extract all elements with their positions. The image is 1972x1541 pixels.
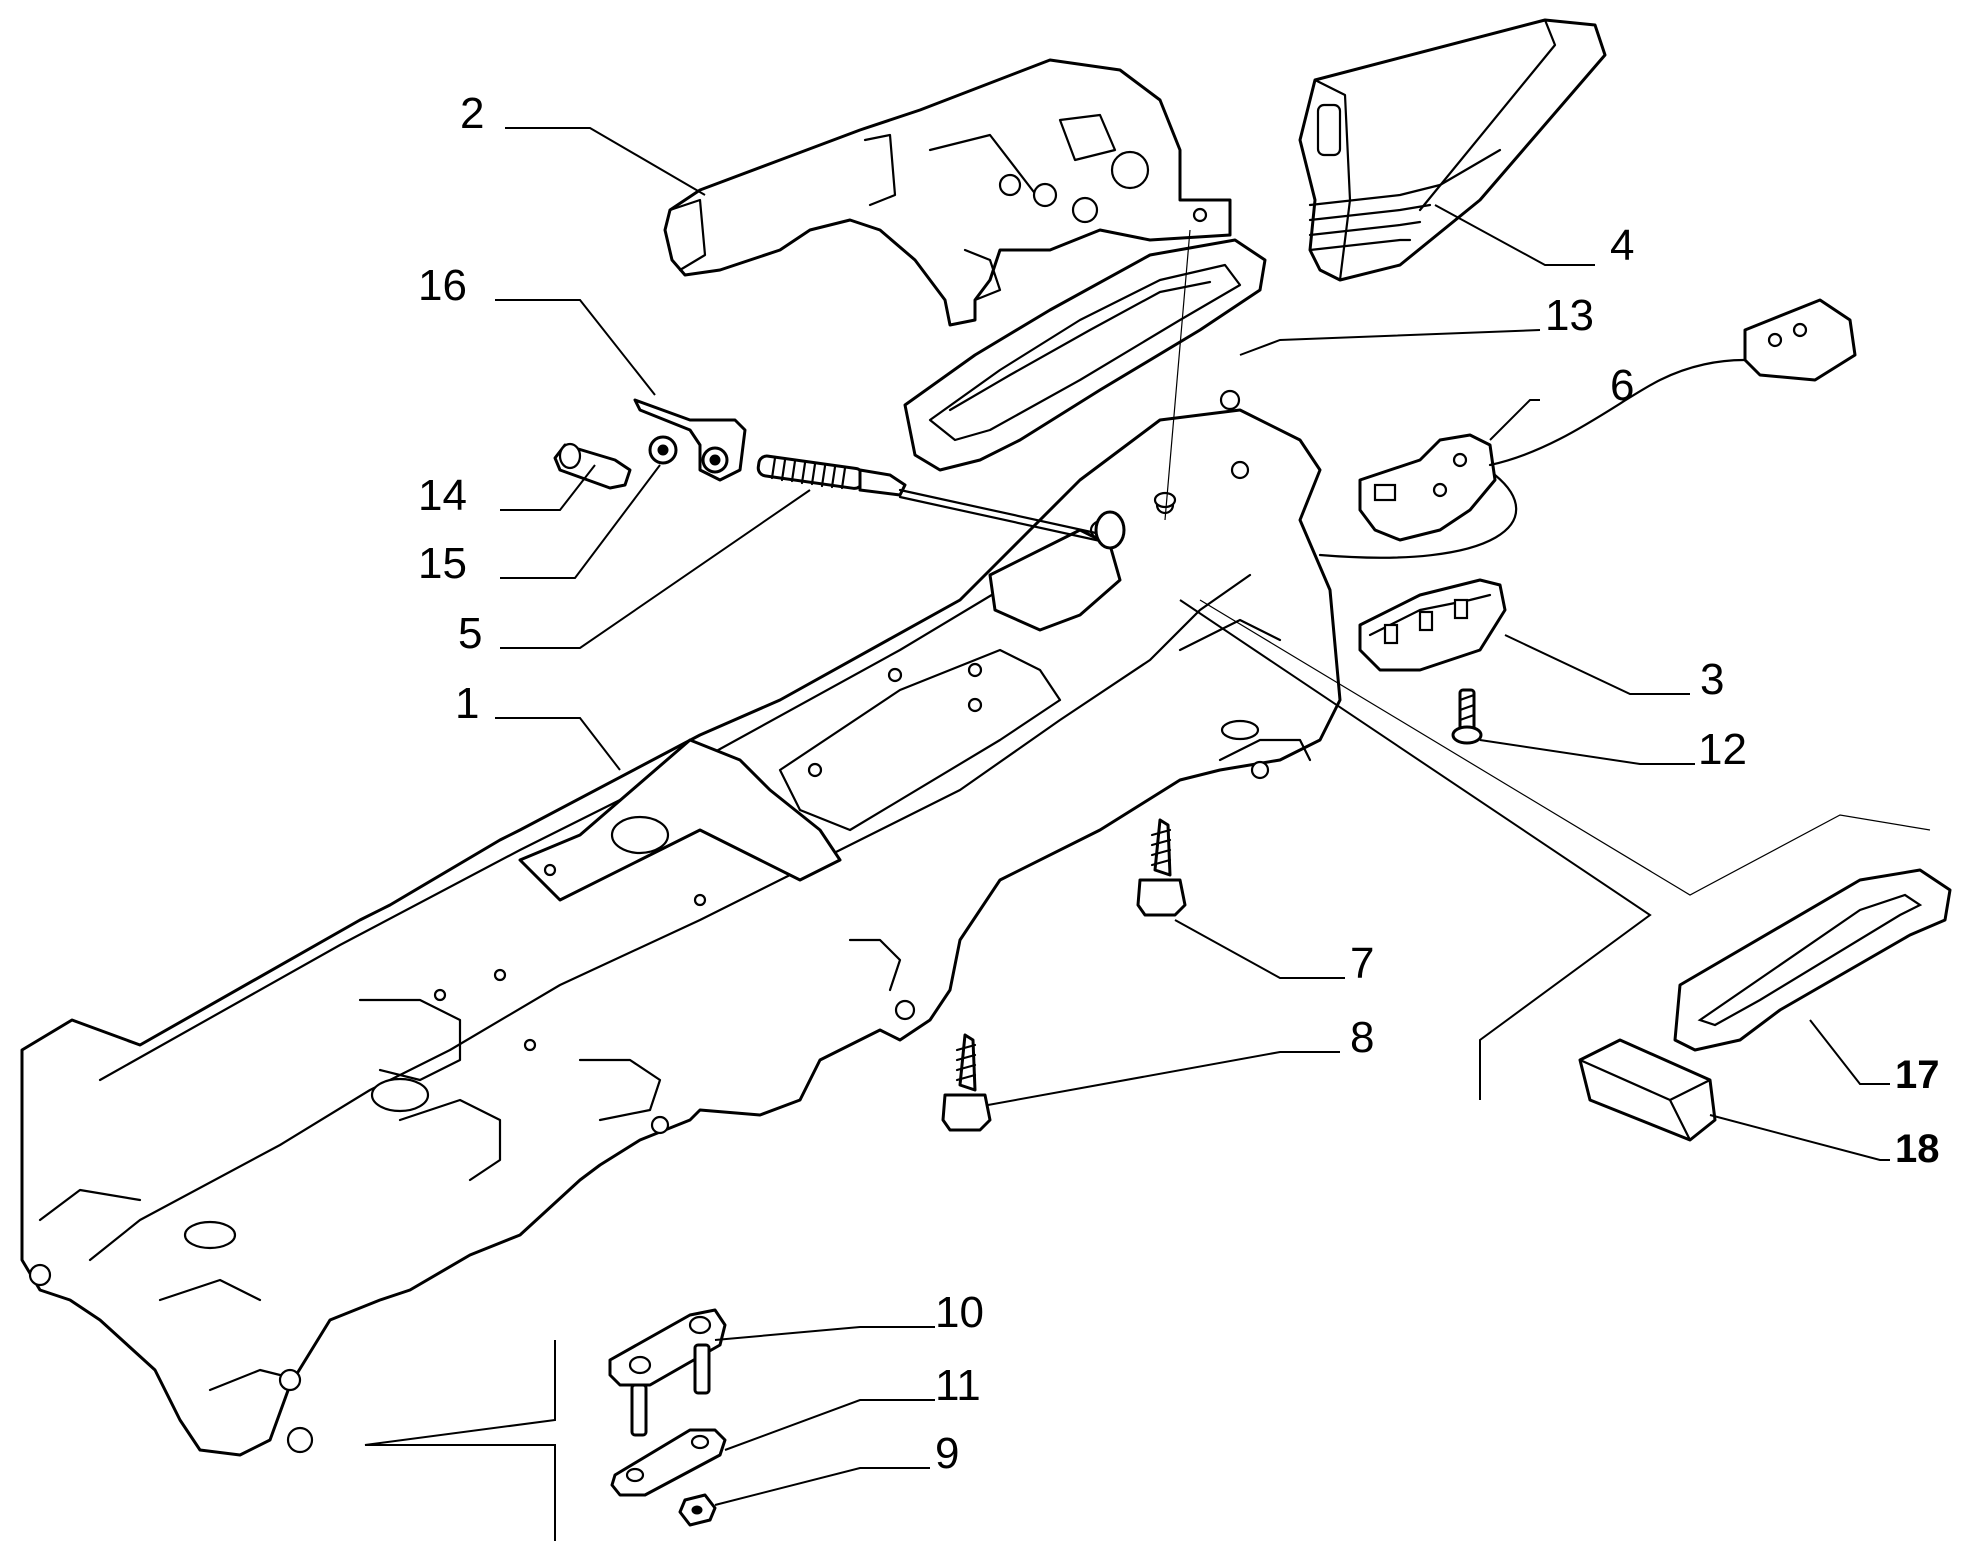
part-5-threaded-rod [756, 454, 1126, 550]
part-2-handbrake-lever [663, 58, 1232, 327]
part-8-screw [941, 1033, 992, 1132]
part-16-clip [633, 398, 747, 482]
part-18-rubber-block [1578, 1038, 1717, 1142]
callout-15: 15 [418, 539, 467, 588]
callout-2: 2 [460, 89, 484, 138]
leader-lines [364, 127, 1931, 1541]
callout-6: 6 [1610, 361, 1634, 410]
part-9-nut [678, 1493, 717, 1527]
part-11-plate [610, 1428, 727, 1497]
callout-10: 10 [935, 1288, 984, 1337]
part-1-tunnel-frame [20, 389, 1342, 1457]
part-4-lever-boot [1298, 18, 1607, 282]
callout-16: 16 [418, 261, 467, 310]
callout-12: 12 [1698, 725, 1747, 774]
callout-1: 1 [455, 679, 479, 728]
part-17-rubber-strip [1673, 868, 1952, 1052]
part-14-spacer [553, 442, 632, 490]
part-15-nut [648, 435, 678, 465]
callout-5: 5 [458, 609, 482, 658]
callout-8: 8 [1350, 1013, 1374, 1062]
callout-14: 14 [418, 471, 467, 520]
callout-labels: 2 4 16 13 6 14 15 5 1 3 12 7 8 17 18 10 … [418, 89, 1940, 1478]
callout-3: 3 [1700, 655, 1724, 704]
callout-9: 9 [935, 1429, 959, 1478]
callout-7: 7 [1350, 939, 1374, 988]
part-13-gasket [903, 229, 1267, 521]
part-12-screw [1451, 688, 1483, 745]
callout-18: 18 [1895, 1127, 1940, 1171]
part-10-plate-with-studs [608, 1308, 727, 1437]
part-3-cable-clip [1358, 578, 1507, 672]
part-7-screw [1136, 818, 1187, 917]
callout-4: 4 [1610, 221, 1634, 270]
part-6-cable-connector [1318, 298, 1857, 559]
callout-13: 13 [1545, 291, 1594, 340]
callout-17: 17 [1895, 1053, 1940, 1097]
callout-11: 11 [935, 1361, 981, 1410]
